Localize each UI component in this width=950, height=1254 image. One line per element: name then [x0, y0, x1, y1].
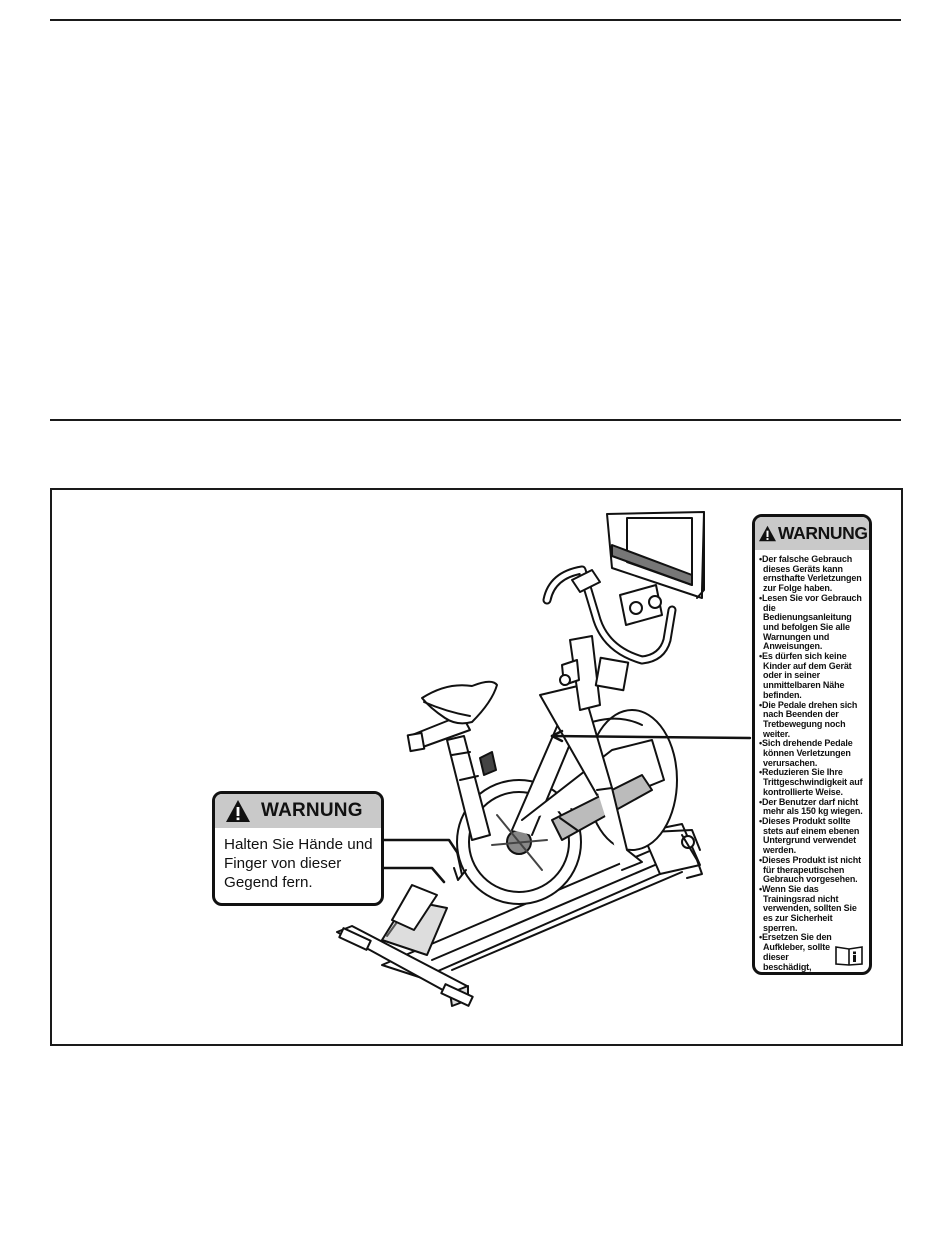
warning-item: Die Pedale drehen sich nach Beenden der … — [759, 700, 866, 740]
general-warning-label: WARNUNG Der falsche Gebrauch dieses Gerä… — [752, 514, 872, 975]
warning-triangle-icon — [226, 800, 250, 822]
pinch-warning-label: WARNUNG Halten Sie Hände und Finger von … — [212, 791, 384, 906]
warning-item: Der Benutzer darf nicht mehr als 150 kg … — [759, 797, 866, 817]
pinch-warning-line: Finger von dieser — [224, 855, 342, 872]
pinch-warning-line: Gegend fern. — [224, 874, 313, 891]
warning-item: Dieses Produkt sollte stets auf einem eb… — [759, 816, 866, 856]
read-manual-icon — [835, 946, 863, 966]
general-warning-title: WARNUNG — [778, 523, 868, 543]
pinch-warning-line: Halten Sie Hände und — [224, 836, 373, 853]
pinch-warning-header: WARNUNG — [215, 794, 381, 828]
middle-rule — [50, 419, 901, 421]
pinch-warning-text: Halten Sie Hände und Finger von dieser G… — [215, 828, 381, 892]
warning-item: Es dürfen sich keine Kinder auf dem Gerä… — [759, 651, 866, 701]
warning-triangle-icon — [759, 525, 776, 542]
warning-item: Ersetzen Sie den Aufkleber, sollte diese… — [759, 933, 866, 972]
top-rule — [50, 19, 901, 21]
warning-item: Sich drehende Pedale können Verletzungen… — [759, 738, 866, 768]
exercise-bike-illustration — [336, 511, 752, 1007]
warning-item: Der falsche Gebrauch dieses Geräts kann … — [759, 554, 866, 594]
pinch-warning-title: WARNUNG — [261, 800, 363, 821]
warning-item: Wenn Sie das Trainingsrad nicht verwende… — [759, 884, 866, 934]
warning-item: Lesen Sie vor Gebrauch die Bedienungsanl… — [759, 593, 866, 652]
warning-item: Reduzieren Sie Ihre Trittgeschwindigkeit… — [759, 768, 866, 797]
general-warning-list: Der falsche Gebrauch dieses Geräts kann … — [755, 550, 869, 972]
general-warning-header: WARNUNG — [755, 517, 869, 550]
warning-item: Dieses Produkt ist nicht für therapeutis… — [759, 855, 866, 885]
illustration-frame: WARNUNG Halten Sie Hände und Finger von … — [50, 488, 903, 1046]
